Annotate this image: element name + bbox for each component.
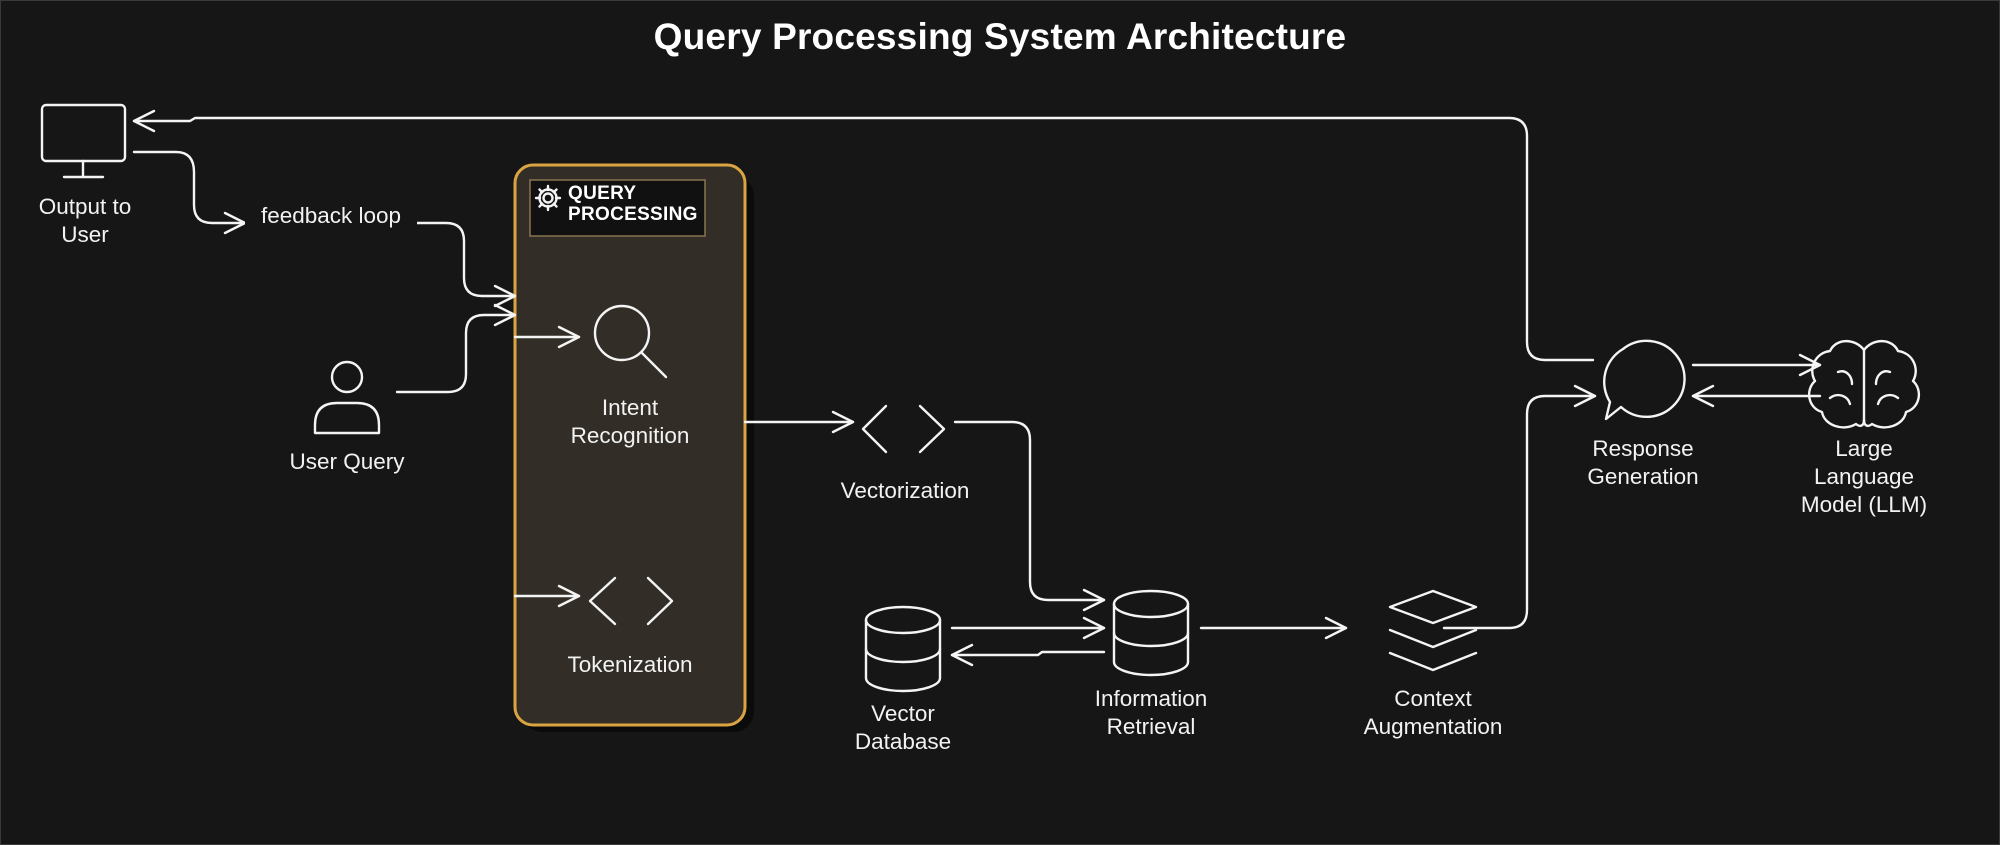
chat-bubble-icon	[1603, 339, 1686, 421]
brain-icon	[1807, 339, 1921, 429]
edge-feedback-loop-cont	[415, 221, 517, 308]
llm-label: Large Language Model (LLM)	[1779, 435, 1949, 519]
vectorization-brackets-icon	[861, 404, 946, 454]
edge-context-to-response	[1442, 384, 1597, 630]
response-label-line1: Response	[1592, 436, 1694, 461]
intent-label-line1: Intent	[601, 395, 659, 420]
gear-icon	[534, 184, 562, 212]
vector-db-label-line1: Vector	[871, 701, 935, 726]
vector-database-icon	[864, 605, 942, 693]
retrieval-label-line2: Retrieval	[1106, 714, 1196, 739]
information-retrieval-label: Information Retrieval	[1076, 685, 1226, 741]
edge-vectorization-to-retrieval	[953, 420, 1106, 612]
connectors	[132, 109, 1822, 667]
output-label-line2: User	[61, 222, 109, 247]
output-label-line1: Output to	[38, 194, 132, 219]
retrieval-label-line1: Information	[1094, 686, 1208, 711]
llm-label-line3: Model (LLM)	[1800, 492, 1928, 517]
user-icon	[313, 360, 381, 435]
monitor-icon	[40, 103, 127, 179]
group-title: QUERY PROCESSING	[568, 183, 698, 225]
response-label-line2: Generation	[1587, 464, 1699, 489]
diagram-title: Query Processing System Architecture	[653, 16, 1347, 57]
user-query-label: User Query	[289, 449, 405, 474]
edge-user-query-in	[395, 303, 517, 394]
retrieval-database-icon	[1112, 589, 1190, 677]
vector-db-label-line2: Database	[854, 729, 952, 754]
edge-feedback-loop	[132, 150, 247, 235]
edge-response-to-output	[132, 109, 1595, 362]
search-icon	[593, 304, 668, 379]
layers-icon	[1388, 589, 1478, 672]
llm-label-line2: Language	[1813, 464, 1915, 489]
context-label-line2: Augmentation	[1363, 714, 1503, 739]
group-title-line2: PROCESSING	[568, 204, 698, 225]
edge-retrieval-to-vectordb	[950, 643, 1106, 667]
vector-database-label: Vector Database	[835, 700, 971, 756]
tokenization-brackets-icon	[588, 576, 674, 626]
llm-label-line1: Large	[1835, 436, 1893, 461]
context-augmentation-label: Context Augmentation	[1343, 685, 1523, 741]
intent-label-line2: Recognition	[570, 423, 690, 448]
context-label-line1: Context	[1394, 686, 1472, 711]
intent-recognition-label: Intent Recognition	[550, 394, 710, 450]
output-to-user-label: Output to User	[20, 193, 150, 249]
response-generation-label: Response Generation	[1568, 435, 1718, 491]
tokenization-label: Tokenization	[567, 652, 693, 677]
group-title-line1: QUERY	[568, 183, 637, 204]
vectorization-label: Vectorization	[840, 478, 970, 503]
feedback-loop-label: feedback loop	[245, 202, 417, 230]
